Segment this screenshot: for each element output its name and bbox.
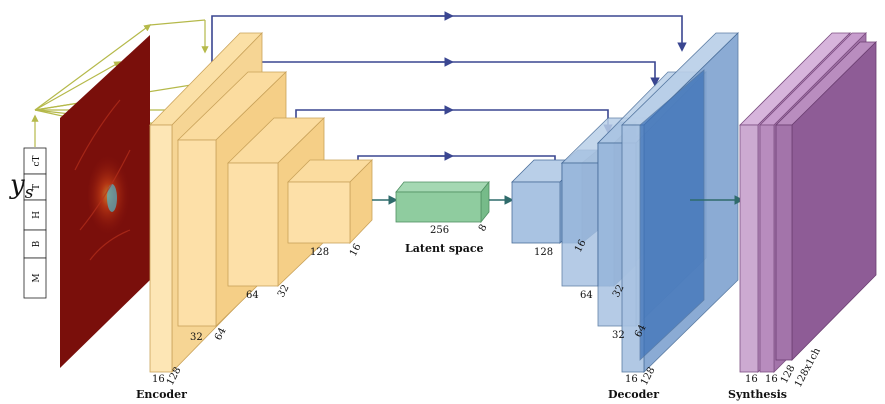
heatmap-core <box>107 184 117 212</box>
latent-block <box>395 180 490 224</box>
heatmap-streaks <box>74 99 131 261</box>
encoder-block-2-front <box>177 139 217 327</box>
decoder-block-1-depth: 16 <box>573 238 589 254</box>
latent-width: 256 <box>430 225 449 236</box>
condition-arrow-1 <box>34 24 152 111</box>
input-heatmap <box>60 35 150 368</box>
condition-label-t: T <box>32 184 42 190</box>
decoder-block-1-front <box>511 181 561 244</box>
synthesis-block-2-front <box>759 124 775 373</box>
encoder-block-3-depth: 32 <box>276 283 292 299</box>
decoder-block-3-width: 32 <box>612 330 625 341</box>
latent-block-top <box>395 181 490 193</box>
synthesis-block-1-front <box>739 124 759 373</box>
input-condition-vector: cT T H B M <box>23 147 47 299</box>
condition-arrow-2 <box>34 61 122 111</box>
synthesis-block-3-front <box>775 124 793 361</box>
decoder-block-3-depth: 64 <box>633 323 649 339</box>
encoder-block-1-depth: 16 <box>152 374 165 385</box>
condition-label-ct: cT <box>32 155 42 166</box>
condition-label-m: M <box>32 273 42 282</box>
synthesis-section-label: Synthesis <box>728 388 787 401</box>
encoder-section-label: Encoder <box>136 388 187 401</box>
synthesis-label-b: 16 <box>765 374 778 385</box>
decoder-block-4 <box>621 32 739 373</box>
condition-cell-m <box>23 257 47 299</box>
latent-block-front <box>395 191 482 223</box>
decoder-block-2-depth: 32 <box>611 283 627 299</box>
encoder-block-2-width: 32 <box>190 332 203 343</box>
decoder-section-label: Decoder <box>608 388 659 401</box>
condition-arrow-top <box>149 19 206 26</box>
decoder-block-1-width: 128 <box>534 247 553 258</box>
latent-depth: 8 <box>477 223 490 234</box>
condition-label-b: B <box>32 240 42 247</box>
encoder-block-2-depth: 64 <box>213 326 229 342</box>
encoder-block-4-width: 128 <box>310 247 329 258</box>
condition-label-h: H <box>32 211 42 219</box>
encoder-block-1-front <box>149 124 173 373</box>
decoder-block-2-width: 64 <box>580 290 593 301</box>
input-symbol: ys <box>9 170 34 203</box>
decoder-block-4-depth: 16 <box>625 374 638 385</box>
encoder-block-3-front <box>227 162 279 287</box>
encoder-block-4-front <box>287 181 351 244</box>
skip-connection-2 <box>247 61 660 108</box>
encoder-block-4 <box>287 159 373 244</box>
skip-connection-3 <box>295 109 613 140</box>
synthesis-block-3 <box>775 41 877 361</box>
encoder-block-3-width: 64 <box>246 290 259 301</box>
decoder-block-4-inner <box>639 69 705 361</box>
latent-section-label: Latent space <box>405 242 484 255</box>
encoder-block-4-depth: 16 <box>348 242 364 258</box>
synthesis-label-a: 16 <box>745 374 758 385</box>
skip-connection-1 <box>211 15 687 78</box>
